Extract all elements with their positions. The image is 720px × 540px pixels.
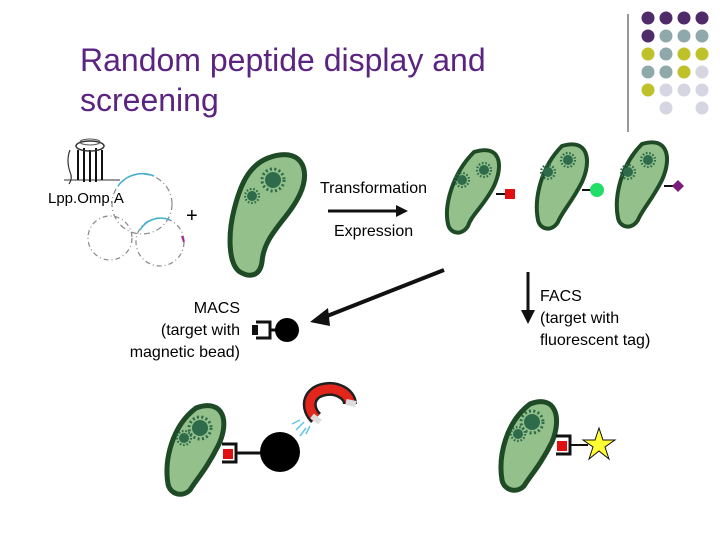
corner-dot — [677, 83, 691, 97]
corner-dot — [641, 65, 655, 79]
expression-label: Expression — [334, 223, 414, 240]
transformation-arrow — [328, 205, 408, 217]
corner-dot — [677, 29, 691, 43]
macs-captured-cell — [164, 403, 300, 497]
corner-dot — [659, 65, 673, 79]
corner-dot — [641, 83, 655, 97]
facs-arrow — [521, 272, 535, 324]
corner-dot — [677, 65, 691, 79]
corner-dot — [677, 47, 691, 61]
library-cell-green — [534, 142, 604, 231]
slide-title: Random peptide display and screening — [80, 42, 486, 118]
corner-dot-grid — [641, 11, 709, 115]
corner-dot — [695, 29, 709, 43]
corner-dot — [695, 101, 709, 115]
magnetic-bead — [260, 432, 300, 472]
corner-dot — [659, 101, 673, 115]
macs-target-bead — [252, 318, 299, 342]
corner-dot — [695, 11, 709, 25]
membrane-construct-icon — [64, 138, 120, 185]
plasmid-1-icon — [111, 172, 173, 235]
corner-dot — [659, 11, 673, 25]
corner-dot — [641, 11, 655, 25]
red-peptide-tag — [505, 189, 515, 199]
facs-labelled-cell — [498, 399, 617, 493]
fluorescent-star-icon — [581, 426, 617, 461]
corner-dot — [695, 47, 709, 61]
facs-label: FACS (target with fluorescent tag) — [540, 288, 651, 349]
macs-arrow — [310, 268, 445, 326]
macs-label: MACS (target with magnetic bead) — [129, 300, 240, 361]
host-bacterium — [227, 152, 307, 278]
corner-dot — [641, 47, 655, 61]
corner-dot — [659, 47, 673, 61]
plasmid-2-icon — [87, 215, 133, 261]
corner-dot — [677, 11, 691, 25]
corner-dot — [695, 65, 709, 79]
plus-sign: + — [186, 205, 198, 227]
magnet-icon — [291, 382, 357, 437]
corner-dot — [641, 29, 655, 43]
library-cell-red — [445, 148, 515, 235]
corner-dot — [659, 29, 673, 43]
library-cell-purple — [614, 140, 684, 229]
corner-dot — [695, 83, 709, 97]
transformation-label: Transformation — [320, 180, 427, 197]
green-peptide-tag — [590, 183, 604, 197]
construct-label: Lpp.Omp.A — [48, 190, 124, 207]
corner-dot — [659, 83, 673, 97]
purple-peptide-tag — [672, 180, 684, 192]
plasmid-3-icon — [135, 217, 185, 267]
